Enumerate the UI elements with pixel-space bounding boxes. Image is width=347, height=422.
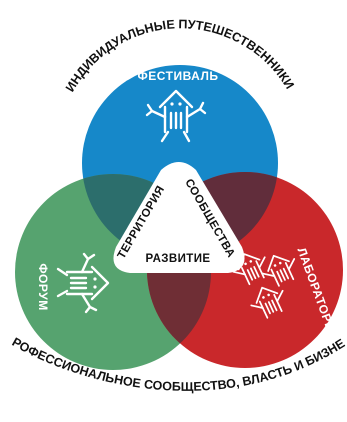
festival-label: ФЕСТИВАЛЬ <box>138 69 219 83</box>
laboratory-house-characters-group-icon <box>232 253 296 319</box>
core-triangle <box>113 162 245 273</box>
festival-house-character-icon <box>145 89 207 143</box>
core-bottom-label: РАЗВИТИЕ <box>146 253 211 265</box>
forum-label: ФОРУМ <box>36 263 50 310</box>
forum-house-character-icon <box>56 252 110 314</box>
